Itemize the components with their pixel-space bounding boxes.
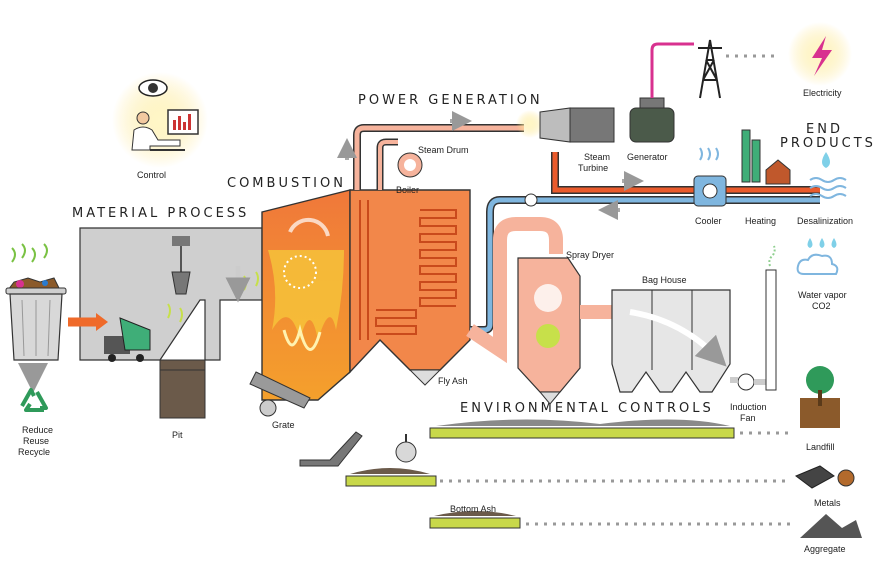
trash-can bbox=[5, 243, 67, 361]
tree-icon bbox=[800, 366, 840, 428]
section-end-products-line2: PRODUCTS bbox=[780, 136, 876, 151]
spray-dryer bbox=[466, 217, 581, 405]
label-aggregate: Aggregate bbox=[804, 544, 846, 554]
induction-fan bbox=[737, 373, 755, 391]
dump-truck bbox=[104, 317, 151, 362]
label-steam: Steam bbox=[584, 152, 610, 162]
conveyor-bottom-ash bbox=[429, 511, 521, 529]
section-power-generation: POWER GENERATION bbox=[358, 93, 543, 108]
crane-claw bbox=[171, 236, 191, 295]
label-turbine: Turbine bbox=[578, 163, 608, 173]
cloud-icon bbox=[796, 253, 839, 275]
label-bag-house: Bag House bbox=[642, 275, 687, 285]
label-electricity: Electricity bbox=[803, 88, 842, 98]
material-process-building bbox=[79, 227, 263, 419]
label-fly-ash: Fly Ash bbox=[438, 376, 468, 386]
label-generator: Generator bbox=[627, 152, 668, 162]
droplet-icon bbox=[807, 238, 837, 248]
label-co2: CO2 bbox=[812, 301, 831, 311]
cooler bbox=[693, 147, 727, 207]
label-desalinization: Desalinization bbox=[797, 216, 853, 226]
label-cooler: Cooler bbox=[695, 216, 722, 226]
conveyor-metals bbox=[345, 468, 437, 487]
section-environmental-controls: ENVIRONMENTAL CONTROLS bbox=[460, 401, 714, 416]
label-spray-dryer: Spray Dryer bbox=[566, 250, 614, 260]
pipe-hot bbox=[552, 152, 820, 193]
bag-house bbox=[611, 289, 731, 393]
house-icon bbox=[765, 159, 791, 185]
transmission-tower bbox=[698, 39, 722, 99]
lightning-icon bbox=[788, 22, 852, 86]
aggregate-icon bbox=[800, 514, 862, 538]
label-bottom-ash: Bottom Ash bbox=[450, 504, 496, 514]
label-steam-drum: Steam Drum bbox=[418, 145, 469, 155]
generator bbox=[629, 97, 675, 143]
boiler bbox=[349, 189, 471, 386]
label-recycle: Recycle bbox=[18, 447, 50, 457]
label-induction: Induction bbox=[730, 402, 767, 412]
steam-drum bbox=[397, 152, 423, 178]
label-heating: Heating bbox=[745, 216, 776, 226]
label-landfill: Landfill bbox=[806, 442, 835, 452]
pipe-steam bbox=[354, 125, 524, 190]
recycle-icon bbox=[20, 388, 48, 412]
conveyor-fly-ash bbox=[429, 419, 735, 439]
label-control: Control bbox=[137, 170, 166, 180]
label-pit: Pit bbox=[172, 430, 183, 440]
droplet-icon bbox=[822, 152, 830, 168]
label-reduce: Reduce bbox=[22, 425, 53, 435]
control-station bbox=[112, 72, 208, 168]
steam-turbine bbox=[516, 107, 615, 143]
section-combustion: COMBUSTION bbox=[227, 176, 346, 191]
metals-icon bbox=[795, 465, 855, 489]
label-reuse: Reuse bbox=[23, 436, 49, 446]
label-grate: Grate bbox=[272, 420, 295, 430]
label-fan: Fan bbox=[740, 413, 756, 423]
heating-plant bbox=[741, 129, 791, 185]
section-material-process: MATERIAL PROCESS bbox=[72, 206, 249, 221]
grate bbox=[249, 371, 311, 417]
pipe-cool bbox=[470, 197, 820, 333]
eye-icon bbox=[138, 79, 168, 97]
section-end-products-line1: END bbox=[806, 122, 843, 137]
desalinization bbox=[809, 152, 847, 199]
label-metals: Metals bbox=[814, 498, 841, 508]
label-boiler: Boiler bbox=[396, 185, 419, 195]
furnace bbox=[261, 189, 351, 401]
magnet bbox=[395, 434, 417, 463]
label-water-vapor: Water vapor bbox=[798, 290, 847, 300]
stack bbox=[765, 269, 777, 391]
